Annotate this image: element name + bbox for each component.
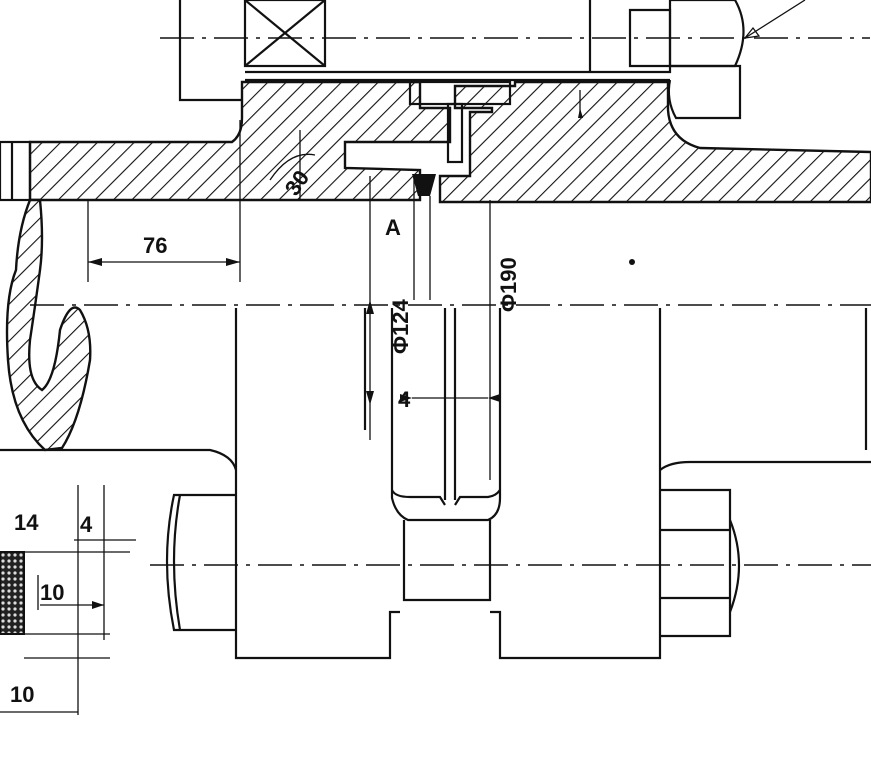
dimension-gap-4-label: 4 bbox=[398, 387, 411, 412]
diameter-dimensions: A Φ124 Φ190 bbox=[366, 176, 521, 480]
lower-body bbox=[0, 304, 871, 660]
groove-10-upper-label: 10 bbox=[40, 580, 64, 605]
groove-10-lower-label: 10 bbox=[10, 682, 34, 707]
groove-4-label: 4 bbox=[80, 512, 93, 537]
dimension-gap-4: 4 bbox=[398, 387, 500, 412]
groove-14-label: 14 bbox=[14, 510, 39, 535]
speck-dot bbox=[629, 259, 635, 265]
left-lip bbox=[5, 198, 92, 452]
groove-detail: 14 4 10 10 bbox=[0, 485, 136, 715]
diameter-124-label: Φ124 bbox=[388, 298, 413, 354]
caption-text: U bbox=[32, 759, 53, 764]
dimension-76-label: 76 bbox=[143, 233, 167, 258]
label-a: A bbox=[385, 215, 401, 240]
top-bolt bbox=[160, 0, 870, 120]
diameter-190-label: Φ190 bbox=[496, 257, 521, 312]
bottom-bolt bbox=[150, 488, 871, 638]
dimension-76: 76 bbox=[87, 120, 241, 282]
